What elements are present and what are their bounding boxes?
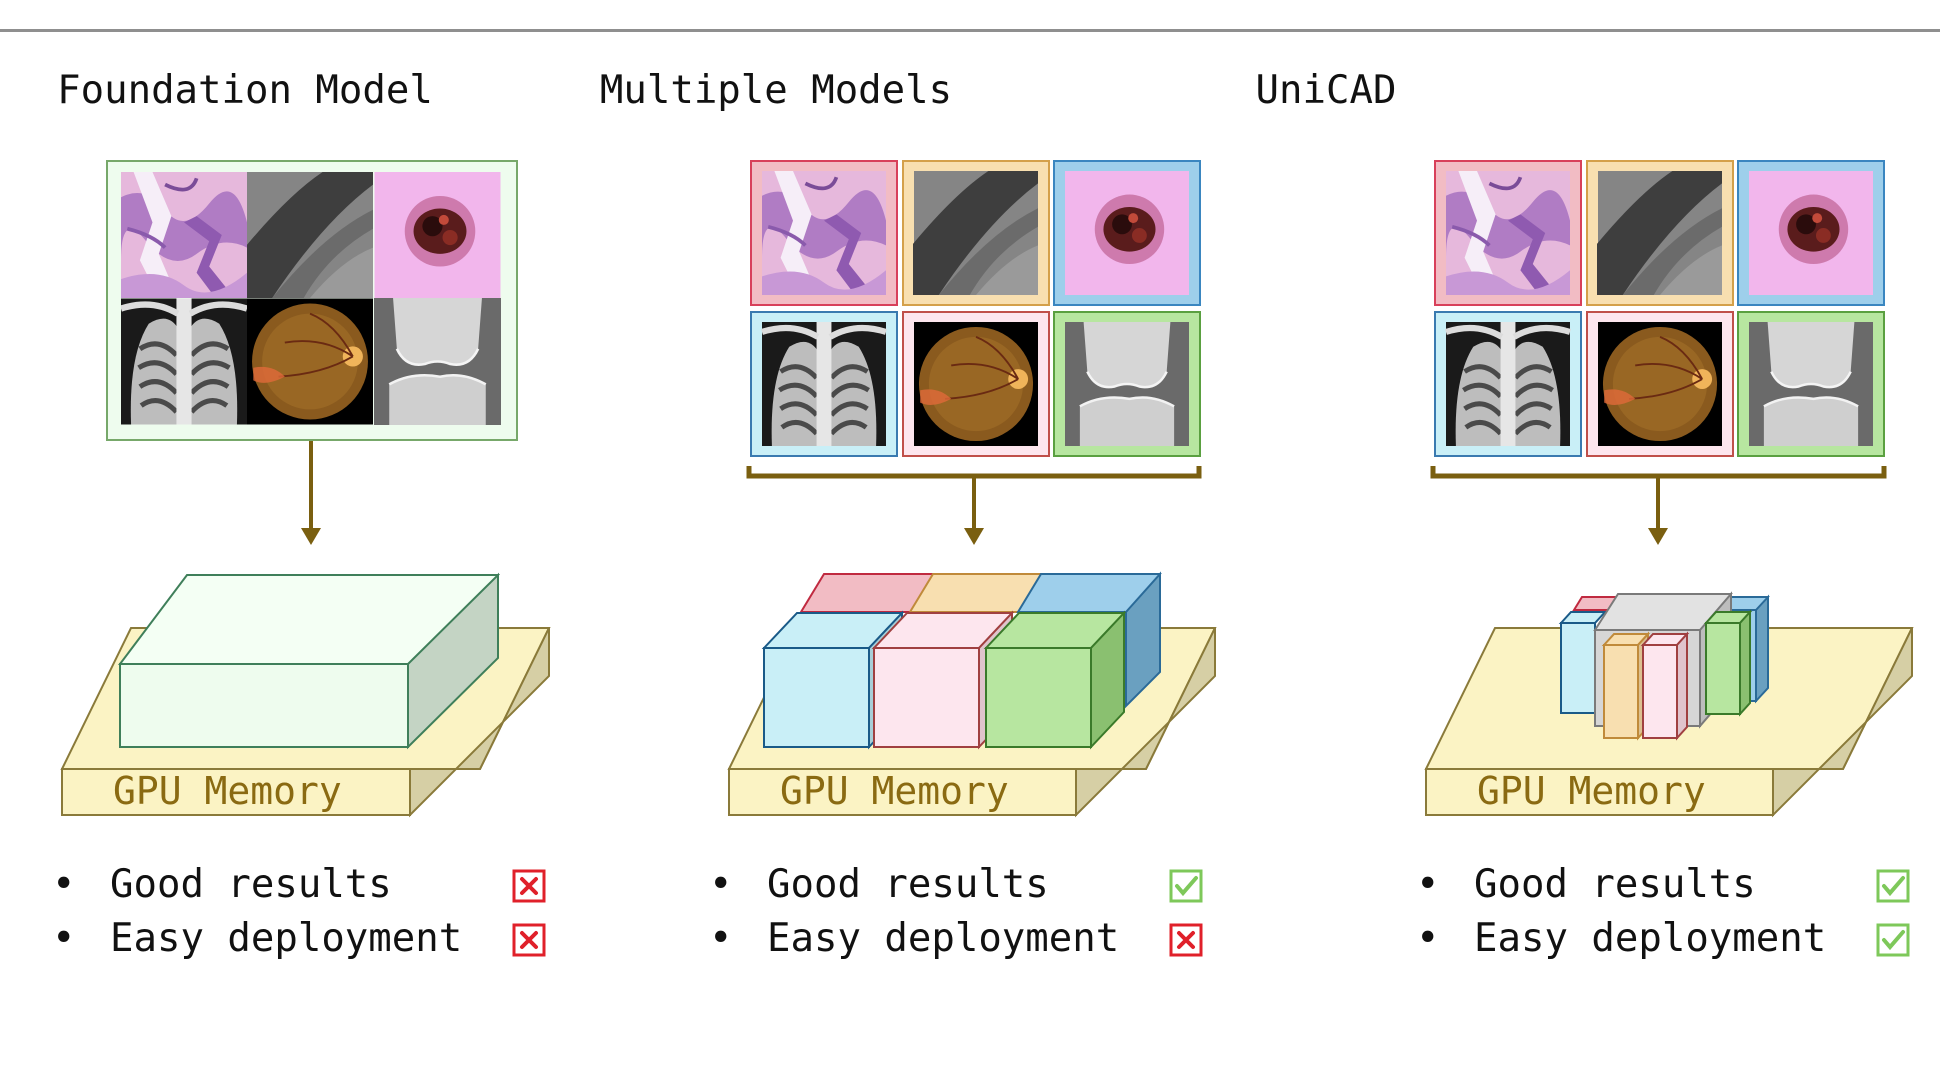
check-icon <box>1169 869 1203 903</box>
check-label: Good results <box>110 862 392 907</box>
panel-title-unicad: UniCAD <box>1255 68 1397 113</box>
adapter-dermoscopy-side <box>1755 594 1769 704</box>
check-label: Easy deployment <box>110 916 463 961</box>
group-bracket <box>746 466 1202 479</box>
knee-xray-tile <box>373 298 502 425</box>
cross-icon <box>512 923 546 957</box>
checklist-unicad: • Good results • Easy deployment <box>1416 862 1936 972</box>
adapter-fundus <box>1642 644 1678 739</box>
dermoscopy-tile <box>1065 171 1189 295</box>
cross-icon <box>512 869 546 903</box>
dermoscopy-tile <box>374 172 501 298</box>
adapter-chest-top <box>1558 611 1608 624</box>
bullet: • <box>709 916 733 961</box>
adapter-knee <box>1705 622 1741 715</box>
gpu-memory-label: GPU Memory <box>780 769 1009 813</box>
bullet: • <box>52 916 76 961</box>
gpu-memory-label: GPU Memory <box>113 769 342 813</box>
fundus-tile <box>913 322 1039 446</box>
fundus-tile <box>247 298 373 425</box>
top-divider <box>0 29 1940 32</box>
bullet: • <box>1416 916 1440 961</box>
knee-xray-tile <box>1064 322 1190 446</box>
pathology-tile <box>1445 171 1571 295</box>
unicad-panel: GPU Memory <box>1424 160 1914 818</box>
foundation-panel: GPU Memory <box>60 160 551 818</box>
model-block-knee <box>985 647 1092 748</box>
adapter-retinal <box>1603 644 1639 739</box>
gpu-memory-front <box>1425 768 1774 816</box>
retinal-layers-tile <box>1597 171 1722 295</box>
check-label: Good results <box>767 862 1049 907</box>
cross-icon <box>1169 923 1203 957</box>
checklist-foundation: • Good results • Easy deployment <box>52 862 572 972</box>
check-icon <box>1876 869 1910 903</box>
check-label: Good results <box>1474 862 1756 907</box>
group-bracket <box>1430 466 1887 479</box>
adapter-chest <box>1560 622 1596 714</box>
bullet: • <box>52 862 76 907</box>
retinal-layers-tile <box>913 171 1038 295</box>
pathology-tile <box>121 172 247 298</box>
chest-xray-tile <box>762 322 886 446</box>
pathology-tile <box>761 171 887 295</box>
fundus-tile <box>1597 322 1723 446</box>
gpu-memory-front <box>61 768 411 816</box>
knee-xray-tile <box>1748 322 1874 446</box>
panel-title-multiple: Multiple Models <box>599 68 953 113</box>
multiple-panel: GPU Memory <box>727 160 1217 818</box>
chest-xray-tile <box>121 299 247 425</box>
panel-title-foundation: Foundation Model <box>57 68 433 113</box>
checklist-multiple: • Good results • Easy deployment <box>709 862 1229 972</box>
check-label: Easy deployment <box>767 916 1120 961</box>
arrowhead-icon <box>964 528 984 545</box>
retinal-layers-tile <box>247 172 373 298</box>
bullet: • <box>1416 862 1440 907</box>
gpu-memory-label: GPU Memory <box>1477 769 1706 813</box>
check-icon <box>1876 923 1910 957</box>
model-block-fundus <box>873 647 980 748</box>
model-block-dermoscopy-side <box>1125 571 1161 709</box>
arrowhead-icon <box>301 528 321 545</box>
adapter-fundus-side <box>1676 631 1688 741</box>
dermoscopy-tile <box>1749 171 1873 295</box>
arrowhead-icon <box>1648 528 1668 545</box>
foundation-block-front <box>119 663 409 748</box>
bullet: • <box>709 862 733 907</box>
chest-xray-tile <box>1446 322 1570 446</box>
gpu-memory-front <box>728 768 1077 816</box>
check-label: Easy deployment <box>1474 916 1827 961</box>
adapter-knee-side <box>1739 609 1751 717</box>
model-block-chest <box>763 647 870 748</box>
